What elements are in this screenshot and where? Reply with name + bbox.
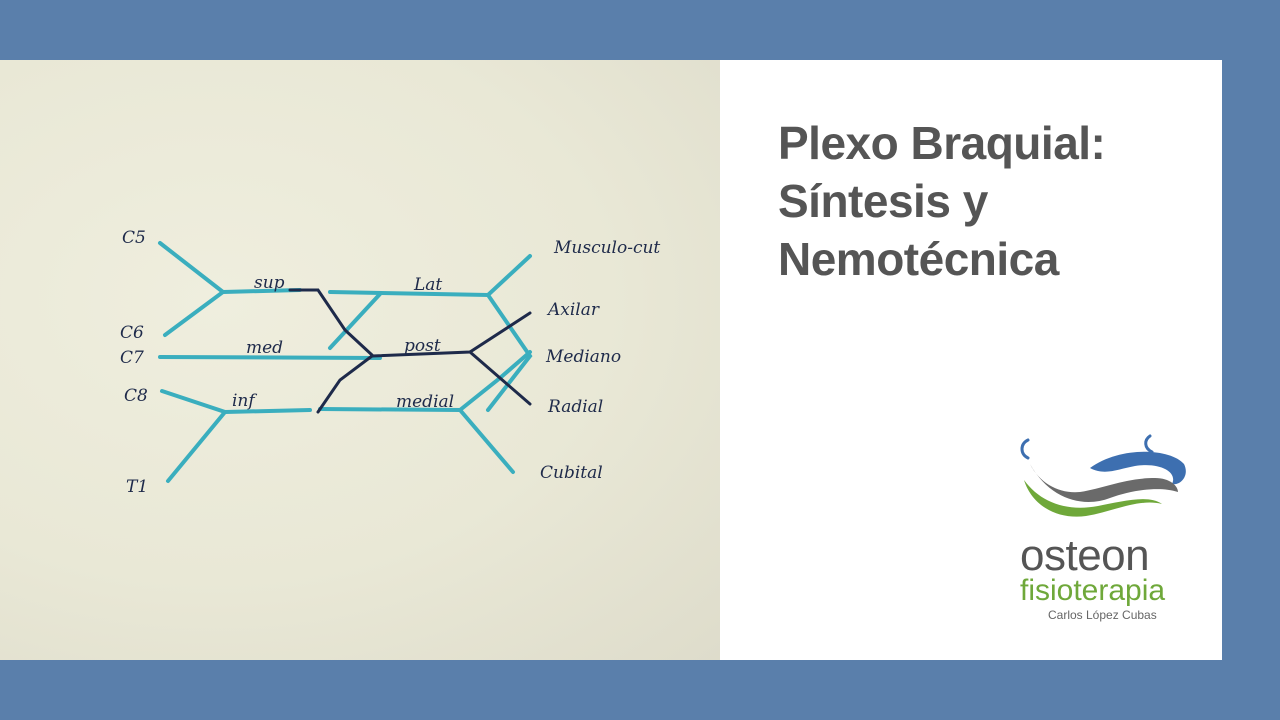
logo-figure-icon	[1020, 434, 1186, 517]
nerve-label: Axilar	[546, 300, 600, 320]
title-line: Síntesis y	[778, 175, 988, 227]
thumbnail-frame: C5 C6 C7 C8 T1 sup med inf Lat post medi…	[0, 60, 1222, 660]
logo-sub-text: fisioterapia	[1020, 574, 1166, 607]
cord-label: medial	[396, 392, 454, 412]
nerve-label: Mediano	[545, 347, 621, 367]
root-label: C6	[120, 323, 144, 343]
trunk-label: inf	[232, 391, 257, 411]
nerve-label: Musculo-cut	[553, 238, 660, 258]
nerve-labels: Musculo-cut Axilar Mediano Radial Cubita…	[540, 238, 660, 483]
root-label: C7	[120, 348, 144, 368]
osteon-logo: osteon fisioterapia Carlos López Cubas	[1010, 432, 1210, 632]
nerve-label: Radial	[547, 397, 603, 417]
nerve-label: Cubital	[540, 463, 603, 483]
root-label: C5	[122, 228, 146, 248]
whiteboard-photo: C5 C6 C7 C8 T1 sup med inf Lat post medi…	[0, 60, 720, 660]
logo-brand-text: osteon	[1020, 531, 1150, 580]
title-line: Plexo Braquial:	[778, 117, 1106, 169]
logo-author-text: Carlos López Cubas	[1048, 608, 1157, 622]
trunk-label: sup	[254, 273, 285, 293]
title-panel: Plexo Braquial: Síntesis y Nemotécnica o…	[720, 60, 1222, 660]
root-label: C8	[124, 386, 148, 406]
title-line: Nemotécnica	[778, 233, 1059, 285]
brachial-plexus-diagram: C5 C6 C7 C8 T1 sup med inf Lat post medi…	[120, 228, 660, 497]
root-label: T1	[126, 477, 148, 497]
cord-labels: Lat post medial	[396, 275, 454, 412]
root-labels: C5 C6 C7 C8 T1	[120, 228, 148, 497]
cord-label: post	[404, 336, 441, 356]
video-title: Plexo Braquial: Síntesis y Nemotécnica	[778, 114, 1106, 288]
trunk-labels: sup med inf	[232, 273, 285, 411]
cord-label: Lat	[413, 275, 442, 295]
trunk-label: med	[246, 338, 283, 358]
